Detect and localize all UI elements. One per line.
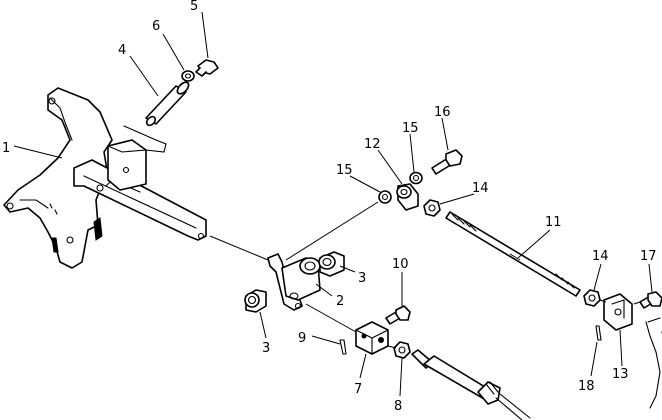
part-3-bushing-upper <box>318 251 345 277</box>
callout-8: 8 <box>394 399 402 414</box>
part-1-bracket <box>3 87 207 269</box>
callout-13: 13 <box>612 367 629 382</box>
part-6-washer <box>181 70 195 82</box>
part-14-nut-left <box>423 199 441 217</box>
callout-9: 9 <box>298 331 306 346</box>
callout-15: 15 <box>402 121 419 136</box>
callout-3: 3 <box>262 341 270 356</box>
callout-16: 16 <box>434 105 451 120</box>
leader-lines <box>13 11 653 397</box>
part-11-rod <box>445 211 581 297</box>
callout-2: 2 <box>336 294 344 309</box>
callout-18: 18 <box>578 379 595 394</box>
callout-6: 6 <box>152 19 160 34</box>
part-7-clevis <box>355 321 389 355</box>
alignment-lines <box>209 201 641 349</box>
part-17-bolt <box>639 291 662 309</box>
callout-1: 1 <box>2 141 10 156</box>
callout-17: 17 <box>640 249 657 264</box>
control-cable <box>411 349 531 420</box>
part-16-bolt <box>431 149 463 175</box>
part-15-washer-left <box>378 190 392 204</box>
part-12-joint <box>396 183 419 211</box>
part-9-cotter-pin <box>339 339 347 355</box>
callout-7: 7 <box>354 382 362 397</box>
callout-3: 3 <box>358 271 366 286</box>
part-10-bolt <box>385 305 411 325</box>
callout-labels: 1 2 3 3 4 5 6 7 8 9 10 11 12 13 14 14 15… <box>2 0 657 414</box>
part-4-pin <box>145 81 190 127</box>
part-14-nut-right <box>583 289 601 307</box>
callout-15: 15 <box>336 163 353 178</box>
part-18-cotter-pin <box>595 325 602 341</box>
callout-10: 10 <box>392 257 409 272</box>
part-8-nut <box>393 341 411 359</box>
callout-14: 14 <box>592 249 609 264</box>
part-13-clevis <box>603 293 662 409</box>
part-15-washer-top <box>409 171 423 185</box>
part-2-lever <box>267 253 321 311</box>
callout-4: 4 <box>118 43 126 58</box>
callout-14: 14 <box>472 181 489 196</box>
callout-5: 5 <box>190 0 198 14</box>
part-3-bushing-lower <box>244 289 267 313</box>
callout-12: 12 <box>364 137 381 152</box>
callout-11: 11 <box>545 215 562 230</box>
part-5-bolt <box>195 59 219 77</box>
